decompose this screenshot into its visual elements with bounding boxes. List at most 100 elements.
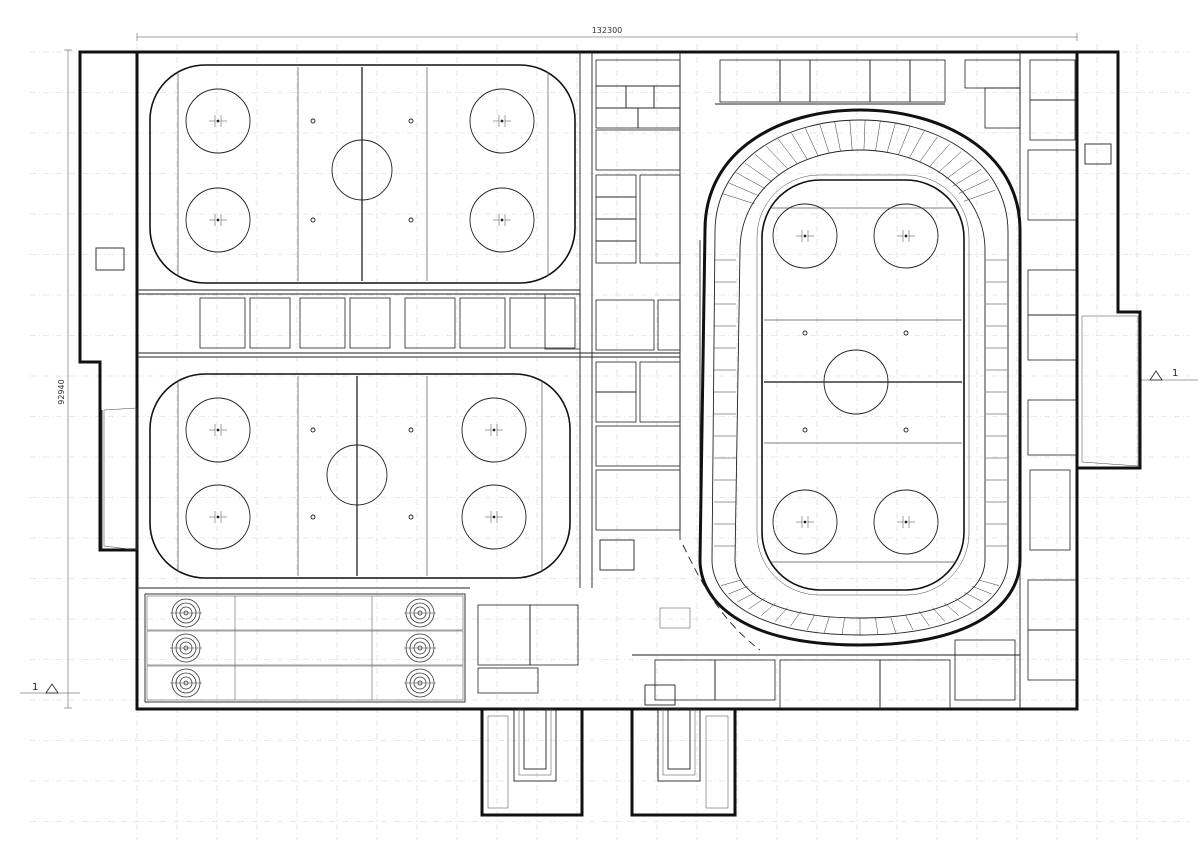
faceoff-circle [469,88,535,154]
faceoff-dot [216,119,220,123]
room [459,297,506,349]
room [984,87,1021,129]
seating-row [904,614,914,631]
faceoff-circle [461,397,527,463]
room [595,391,637,423]
curling-hall [144,593,466,703]
seating-row [978,579,1000,586]
faceoff-circle [185,187,251,253]
arena-seating-inner [734,149,986,619]
room [869,59,911,103]
room [964,59,1021,89]
seating-row [791,132,808,160]
practice-rink-south [149,373,571,579]
seating-row [765,146,789,170]
seating-row [728,182,760,197]
main-arena [698,108,1022,647]
seating-row [748,597,766,610]
faceoff-circle [772,489,838,555]
room [477,604,531,666]
room [509,297,576,349]
room [1029,469,1071,551]
faceoff-circle [873,489,939,555]
seating-row [841,617,845,635]
faceoff-dot [216,218,220,222]
seating-row [778,138,798,165]
faceoff-dot [904,234,908,238]
seating-row [849,120,853,151]
main-rink [761,179,965,591]
room [639,174,681,264]
service-rooms [199,59,1077,709]
seating-row [952,169,982,187]
seating-row [834,121,841,152]
neutral-dot [408,217,414,223]
curling-sheet [146,630,464,666]
seating-row [805,128,819,157]
seating-row [937,151,962,174]
room [595,59,681,87]
room [653,85,681,109]
section-marker-right-label: 1 [1172,368,1178,379]
neutral-dot [408,427,414,433]
faceoff-circle [461,484,527,550]
room [595,218,637,242]
faceoff-circle [185,484,251,550]
neutral-dot [903,330,909,336]
neutral-dot [310,118,316,124]
room [595,196,637,220]
faceoff-circle [772,203,838,269]
faceoff-dot [216,428,220,432]
seating-row [744,162,772,182]
seating-row [908,131,925,159]
room [349,297,391,349]
seating-row [722,193,755,205]
room [595,299,655,351]
room [1027,314,1077,361]
faceoff-circle [873,203,939,269]
seating-row [928,143,951,168]
room [714,659,776,701]
seating-row [760,602,776,616]
room [779,59,811,103]
faceoff-circle [185,88,251,154]
curling-sheet [146,595,464,631]
faceoff-dot [904,520,908,524]
room [954,639,1016,701]
seating-row [875,617,879,635]
room [909,59,946,103]
room [595,85,627,109]
seating-row [918,611,930,627]
neutral-dot [903,427,909,433]
seating-row [754,154,780,176]
faceoff-dot [492,515,496,519]
seating-row [728,586,748,595]
seating-row [958,179,990,194]
seating-row [964,592,983,603]
building-outline [78,50,1142,817]
room [1027,579,1077,631]
seating-row [898,126,911,156]
room [595,361,637,393]
room [1029,59,1076,101]
faceoff-dot [803,520,807,524]
seating-row [944,602,960,616]
seating-row [972,586,992,595]
room [1029,99,1076,141]
room [719,59,781,103]
room [1027,149,1077,221]
room [625,85,655,109]
seating-row [963,189,996,202]
room [249,297,291,349]
neutral-dot [310,217,316,223]
seating-row [806,614,816,631]
neutral-dot [310,514,316,520]
seating-row [736,172,766,189]
room [477,667,539,694]
structural-grid [30,44,1190,840]
room [595,425,681,467]
faceoff-dot [803,234,807,238]
seating-row [890,616,897,633]
arena-bowl-outer [698,108,1022,647]
seating-row [823,616,830,633]
